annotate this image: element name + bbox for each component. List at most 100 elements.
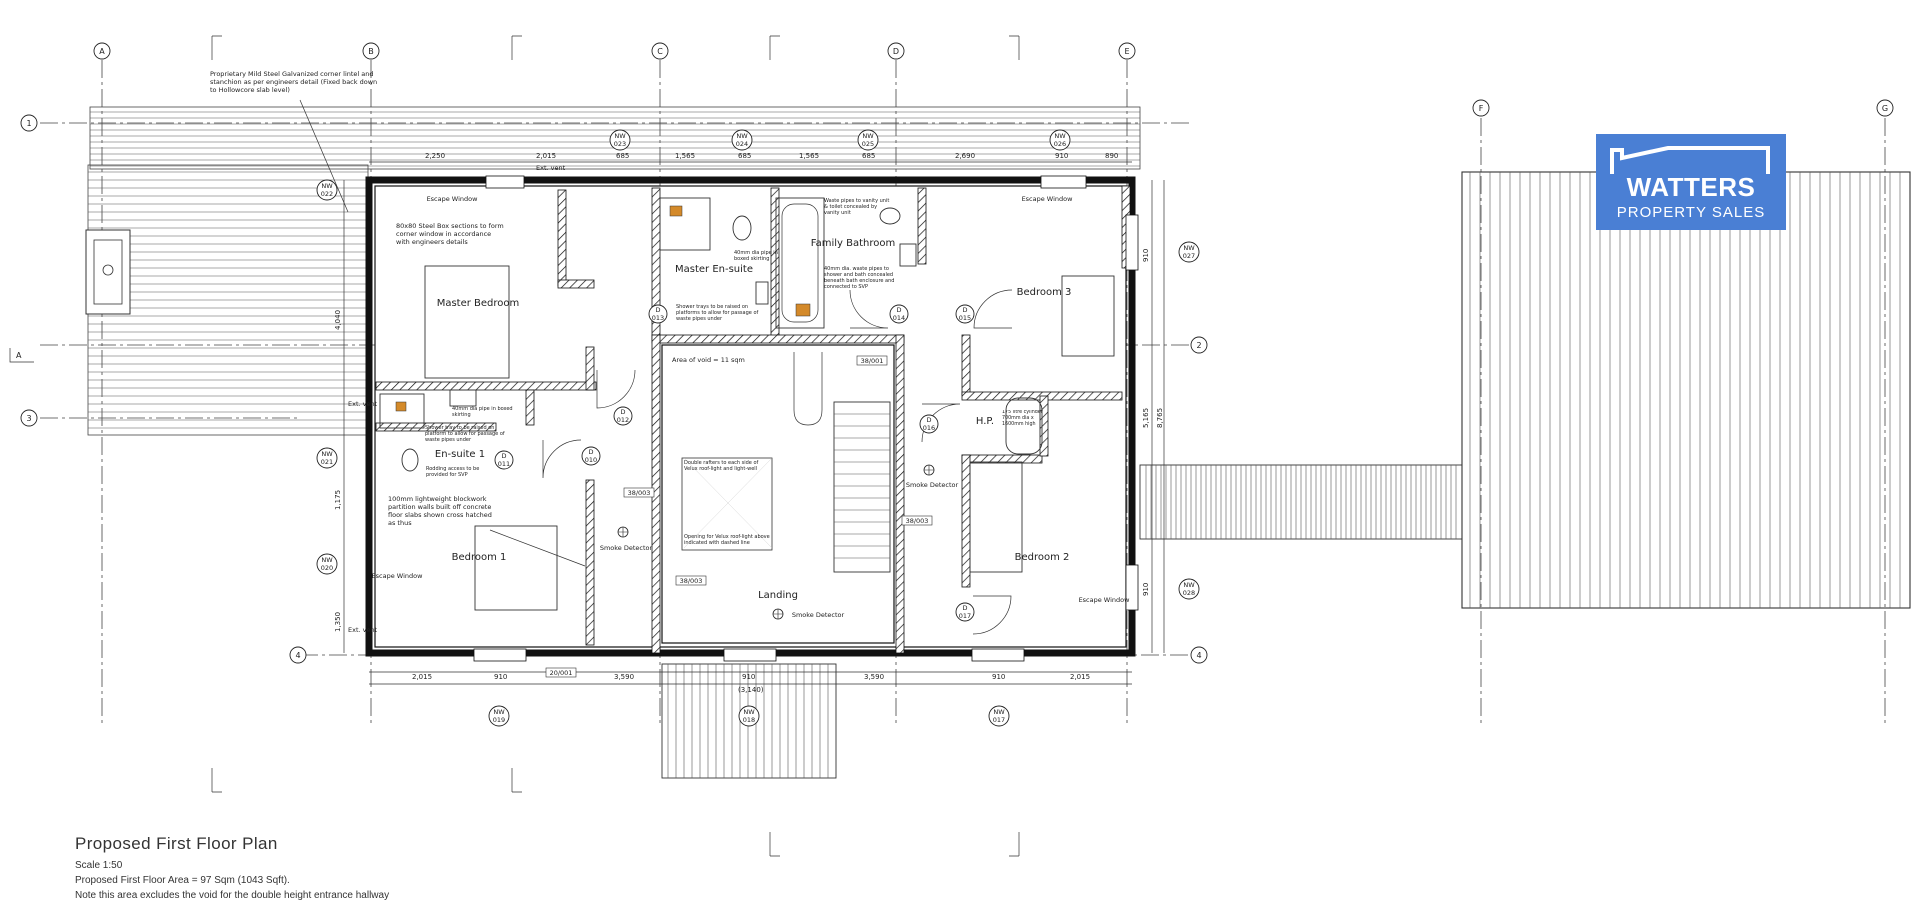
grid-bubbles: A B C D E F G 1 2 3 4 4 A — [9, 42, 1894, 664]
svg-text:4: 4 — [1196, 651, 1201, 660]
svg-text:025: 025 — [862, 140, 874, 148]
svg-text:890: 890 — [1105, 152, 1118, 160]
grid-row-4-left: 4 — [289, 646, 307, 664]
left-roof-deck — [85, 106, 1141, 436]
room-bedroom-3: Bedroom 3 — [1017, 287, 1072, 298]
room-master-bedroom: Master Bedroom — [437, 298, 520, 309]
svg-text:2,690: 2,690 — [955, 152, 975, 160]
svg-text:1,565: 1,565 — [799, 152, 819, 160]
svg-text:2,250: 2,250 — [425, 152, 445, 160]
svg-text:A: A — [99, 47, 105, 56]
svg-text:NW: NW — [1183, 581, 1195, 589]
beds — [424, 265, 1115, 611]
grid-row-2: 2 — [1190, 336, 1208, 354]
svg-text:1,175: 1,175 — [334, 490, 342, 510]
svg-text:011: 011 — [498, 460, 510, 468]
svg-text:020: 020 — [321, 564, 333, 572]
svg-text:Smoke Detector: Smoke Detector — [792, 611, 845, 619]
svg-text:Ext. vent: Ext. vent — [536, 164, 566, 172]
svg-text:B: B — [368, 47, 374, 56]
grid-col-c: C — [651, 42, 669, 60]
room-master-ensuite: Master En-suite — [675, 264, 753, 275]
construction-notes: Proprietary Mild Steel Galvanized corner… — [210, 70, 1043, 567]
svg-text:NW: NW — [736, 132, 748, 140]
right-roof-plan — [1139, 171, 1911, 609]
plan-area: Proposed First Floor Area = 97 Sqm (1043… — [75, 875, 290, 886]
dimension-text: 2,250 2,015 685 1,565 685 1,565 685 2,69… — [334, 152, 1164, 694]
svg-text:Escape Window: Escape Window — [427, 195, 479, 203]
svg-text:D: D — [896, 306, 901, 314]
svg-text:F: F — [1479, 104, 1484, 113]
svg-text:024: 024 — [736, 140, 748, 148]
grid-row-3: 3 — [20, 409, 38, 427]
smoke-detector-icons — [617, 464, 935, 620]
room-bedroom-1: Bedroom 1 — [452, 552, 507, 563]
grid-row-1: 1 — [20, 114, 38, 132]
plan-scale: Scale 1:50 — [75, 860, 123, 871]
svg-text:910: 910 — [494, 673, 507, 681]
svg-text:NW: NW — [321, 182, 333, 190]
svg-text:D: D — [501, 452, 506, 460]
svg-text:D: D — [893, 47, 899, 56]
svg-text:Smoke Detector: Smoke Detector — [906, 481, 959, 489]
room-hot-press: H.P. — [976, 416, 994, 427]
room-labels: Master Bedroom Master En-suite Family Ba… — [435, 238, 1072, 601]
svg-text:1: 1 — [26, 119, 31, 128]
misc-labels: Escape Window Escape Window Escape Windo… — [348, 164, 1130, 634]
svg-text:017: 017 — [993, 716, 1005, 724]
svg-text:NW: NW — [321, 556, 333, 564]
sanitary-fixtures — [379, 197, 1043, 472]
svg-text:NW: NW — [993, 708, 1005, 716]
svg-text:910: 910 — [992, 673, 1005, 681]
svg-text:8,765: 8,765 — [1156, 408, 1164, 428]
svg-text:027: 027 — [1183, 252, 1195, 260]
svg-text:022: 022 — [321, 190, 333, 198]
entrance-deck — [661, 663, 837, 779]
svg-text:028: 028 — [1183, 589, 1195, 597]
svg-text:2,015: 2,015 — [412, 673, 432, 681]
section-marks — [211, 35, 1020, 857]
svg-text:3,590: 3,590 — [614, 673, 634, 681]
logo-name: WATTERS — [1626, 172, 1756, 202]
grid-row-4-right: 4 — [1190, 646, 1208, 664]
svg-text:38/003: 38/003 — [680, 577, 703, 585]
svg-text:015: 015 — [959, 314, 971, 322]
svg-text:NW: NW — [862, 132, 874, 140]
svg-text:20/001: 20/001 — [550, 669, 573, 677]
svg-text:Escape Window: Escape Window — [372, 572, 424, 580]
svg-text:E: E — [1124, 47, 1129, 56]
svg-text:017: 017 — [959, 612, 971, 620]
grid-col-d: D — [887, 42, 905, 60]
grid-col-a: A — [93, 42, 111, 60]
svg-text:38/003: 38/003 — [628, 489, 651, 497]
svg-text:D: D — [588, 448, 593, 456]
svg-text:NW: NW — [1183, 244, 1195, 252]
svg-text:D: D — [655, 306, 660, 314]
svg-text:NW: NW — [1054, 132, 1066, 140]
svg-text:910: 910 — [1142, 583, 1150, 596]
windows — [473, 175, 1139, 662]
external-walls — [365, 176, 1136, 657]
svg-text:4: 4 — [295, 651, 300, 660]
svg-text:Smoke Detector: Smoke Detector — [600, 544, 653, 552]
svg-text:A: A — [16, 351, 22, 360]
svg-text:910: 910 — [1055, 152, 1068, 160]
svg-text:1,565: 1,565 — [675, 152, 695, 160]
grid-col-e: E — [1118, 42, 1136, 60]
